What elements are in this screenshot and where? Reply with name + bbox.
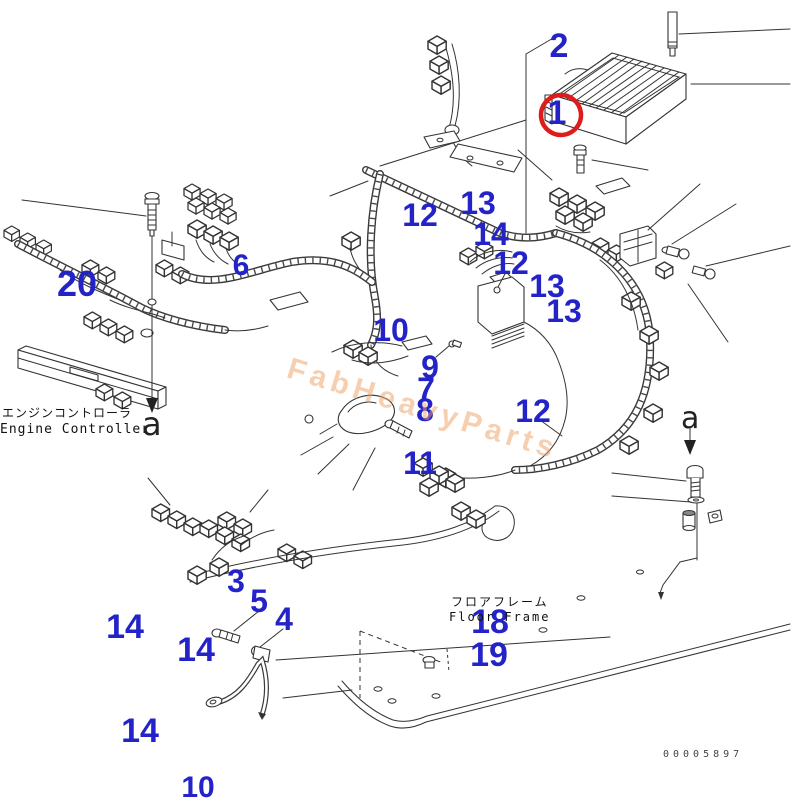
leader-lines xyxy=(21,28,791,699)
callout-2: 2 xyxy=(549,27,569,65)
floor-frame-plate xyxy=(337,569,791,729)
callout-12: 12 xyxy=(515,393,551,429)
callout-8: 8 xyxy=(416,392,434,428)
right-sensor-group xyxy=(591,225,716,280)
callout-14: 14 xyxy=(473,216,509,252)
ref-letter-a-right: a xyxy=(681,401,700,436)
callout-10: 10 xyxy=(181,771,215,800)
engine-controller-label-ja: エンジンコントローラ xyxy=(2,406,133,420)
bolt-top-right xyxy=(667,11,678,57)
callout-10: 10 xyxy=(373,312,409,348)
callout-18: 18 xyxy=(471,603,509,641)
floor-frame-label-ja: フロアフレーム xyxy=(451,595,549,609)
ref-letter-a-left: a xyxy=(142,405,162,443)
part-1-highlight-circle xyxy=(538,92,584,138)
clamp-strap-parts xyxy=(304,394,413,439)
callout-4: 4 xyxy=(275,601,293,637)
bottom-floor-harness xyxy=(151,457,515,585)
callout-20: 20 xyxy=(56,263,98,304)
callout-12: 12 xyxy=(493,245,529,281)
left-harness-20 xyxy=(3,225,309,344)
callout-1: 1 xyxy=(547,94,567,132)
callout-19: 19 xyxy=(470,636,508,674)
center-bottom-parts xyxy=(331,335,463,366)
callout-13: 13 xyxy=(546,293,582,329)
callout-12: 12 xyxy=(402,197,438,233)
center-ecu-connector xyxy=(459,241,568,467)
engine-controller-slab xyxy=(17,345,167,410)
right-harness-loop xyxy=(435,229,669,489)
engine-controller-label-en: Engine Controller xyxy=(0,422,151,437)
right-bolt-stack xyxy=(658,427,723,600)
callout-14: 14 xyxy=(121,712,159,750)
callout-6: 6 xyxy=(232,249,250,282)
callout-14: 14 xyxy=(177,631,215,669)
upper-right-cluster xyxy=(549,144,631,234)
top-connector-chain xyxy=(423,35,523,173)
callout-13: 13 xyxy=(460,185,496,221)
callout-13: 13 xyxy=(529,268,565,304)
left-bolt-and-ref-line xyxy=(144,191,160,413)
callout-5: 5 xyxy=(250,583,268,619)
ground-cable-assembly xyxy=(205,628,271,720)
main-harness-rail xyxy=(362,166,560,242)
callout-9: 9 xyxy=(421,349,439,385)
floor-frame-label-en: Floor Frame xyxy=(449,610,551,624)
callout-7: 7 xyxy=(417,371,435,407)
callout-14: 14 xyxy=(106,608,144,646)
callout-11: 11 xyxy=(403,445,437,481)
drawing-number: 00005897 xyxy=(663,749,744,760)
callout-3: 3 xyxy=(227,563,245,599)
mid-left-relay-cluster xyxy=(155,183,376,286)
